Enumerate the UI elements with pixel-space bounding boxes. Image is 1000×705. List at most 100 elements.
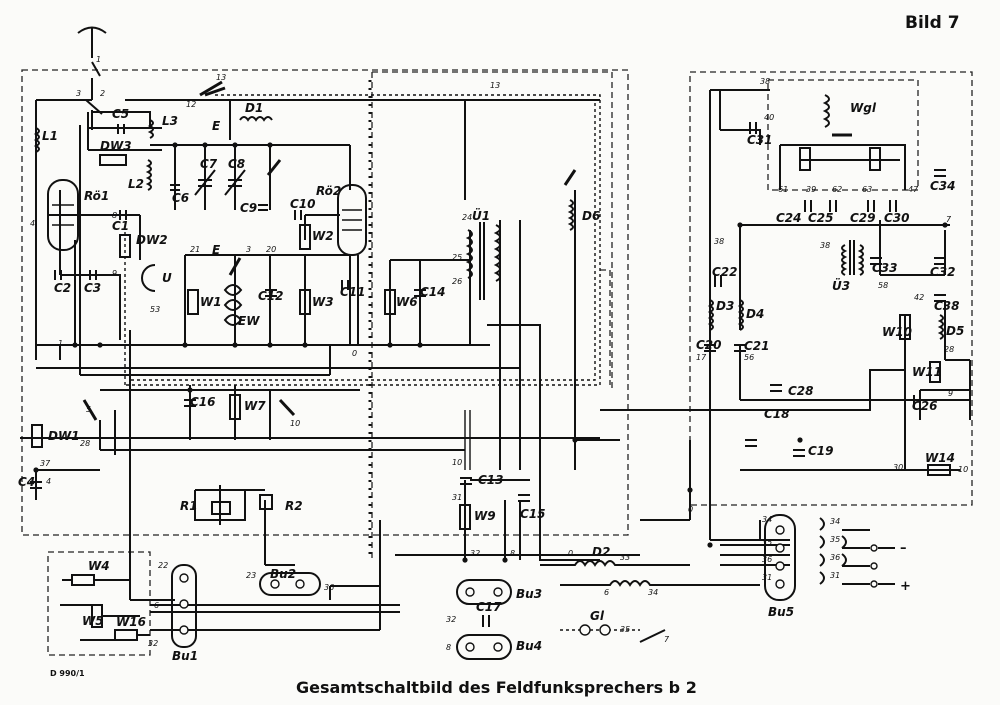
terminal: 28 — [80, 439, 90, 448]
label-U1: Ü1 — [472, 208, 490, 223]
label-C32: C32 — [930, 265, 956, 279]
label-D6: D6 — [582, 209, 600, 223]
label-W7: W7 — [244, 399, 266, 413]
earphone: EW E E — [212, 119, 260, 328]
terminal: 56 — [744, 353, 754, 362]
terminal: 38 — [820, 241, 830, 250]
label-DW3: DW3 — [100, 139, 132, 153]
terminal: 24 — [462, 213, 472, 222]
label-W3: W3 — [312, 295, 334, 309]
label-C1: C1 — [112, 219, 129, 233]
terminal: 32 — [446, 615, 456, 624]
terminal: 17 — [696, 353, 707, 362]
label-E: E — [212, 243, 221, 257]
terminal: 58 — [878, 281, 888, 290]
label-DW2: DW2 — [136, 233, 168, 247]
terminal: 3 — [246, 245, 251, 254]
terminal: 5 — [86, 405, 91, 414]
label-E2: E — [212, 119, 221, 133]
terminal: 21 — [190, 245, 200, 254]
terminal: 23 — [246, 571, 256, 580]
label-wgl: Wgl — [850, 101, 877, 115]
label-W14: W14 — [925, 451, 955, 465]
terminal: 1 — [96, 55, 101, 64]
terminal: 28 — [944, 345, 954, 354]
enclosure-outlines — [21, 69, 973, 656]
terminal: 32 — [148, 639, 158, 648]
terminal: 36 — [762, 555, 772, 564]
terminal: 34 — [762, 515, 772, 524]
socket-bu3: Bu3 — [456, 579, 542, 605]
label-D4: D4 — [746, 307, 764, 321]
label-D3: D3 — [716, 299, 734, 313]
choke-d2: D2 — [540, 545, 760, 587]
terminal: 31 — [830, 571, 840, 580]
terminal: 6 — [604, 588, 609, 597]
terminal: 34 — [830, 517, 840, 526]
terminal: 0 — [352, 349, 357, 358]
label-bu5: Bu5 — [768, 605, 794, 619]
label-C31: C31 — [747, 133, 773, 147]
label-C8: C8 — [228, 157, 245, 171]
microphone-U: U — [141, 264, 172, 292]
terminal: 25 — [452, 253, 462, 262]
label-W16: W16 — [116, 615, 146, 629]
label-C30: C30 — [884, 211, 910, 225]
wiring-left — [20, 99, 640, 631]
label-W2: W2 — [312, 229, 334, 243]
label-C14: C14 — [420, 285, 446, 299]
terminal: 2 — [100, 89, 105, 98]
wiring-right — [600, 89, 971, 566]
label-C21: C21 — [744, 339, 770, 353]
terminal: 35 — [830, 535, 840, 544]
label-D1: D1 — [245, 101, 263, 115]
terminal: 30 — [893, 463, 903, 472]
terminal: 4 — [30, 219, 35, 228]
label-C9: C9 — [240, 201, 257, 215]
label-C26: C26 — [912, 399, 938, 413]
terminal: 8 — [112, 211, 117, 220]
label-C33: C33 — [872, 261, 898, 275]
terminal: 10 — [452, 458, 462, 467]
label-EW: EW — [238, 314, 260, 328]
resistors-left: W1 W2 W3 W6 W7 W9 — [187, 224, 496, 530]
label-R1: R1 — [180, 499, 198, 513]
label-C22: C22 — [712, 265, 738, 279]
terminal: 1 — [58, 339, 63, 348]
terminal: 4 — [46, 477, 51, 486]
document-number: D 990/1 — [50, 669, 85, 678]
terminal: 38 — [760, 77, 770, 86]
label-L2: L2 — [128, 177, 144, 191]
label-R2: R2 — [285, 499, 303, 513]
terminal: 7 — [946, 215, 952, 224]
terminal: 39 — [806, 185, 816, 194]
antenna — [77, 26, 107, 130]
label-C7: C7 — [200, 157, 218, 171]
terminal: 33 — [620, 553, 630, 562]
tube-roe1: Rö1 — [47, 179, 109, 251]
coils-right: D3 D4 D5 Ü3 — [707, 240, 964, 340]
tube-roe2: Rö2 — [316, 184, 367, 256]
label-bu1: Bu1 — [172, 649, 198, 663]
label-C25: C25 — [808, 211, 834, 225]
terminal: 36 — [830, 553, 840, 562]
terminal: 9 — [948, 389, 953, 398]
label-C34: C34 — [930, 179, 956, 193]
terminal: 62 — [832, 185, 842, 194]
terminal: 8 — [510, 549, 515, 558]
terminal: 13 — [490, 81, 500, 90]
terminal: 40 — [764, 113, 774, 122]
terminal: 0 — [688, 505, 693, 514]
terminal: 12 — [186, 100, 196, 109]
label-C16: C16 — [190, 395, 216, 409]
terminal: 38 — [714, 237, 724, 246]
terminal: 26 — [452, 277, 462, 286]
label-roe1: Rö1 — [84, 189, 109, 203]
label-W1: W1 — [200, 295, 222, 309]
terminal: 8 — [446, 643, 451, 652]
terminal: 37 — [40, 459, 51, 468]
socket-bu1: Bu1 — [171, 564, 198, 663]
label-C6: C6 — [172, 191, 189, 205]
lamp-gl: Gl — [560, 609, 666, 643]
